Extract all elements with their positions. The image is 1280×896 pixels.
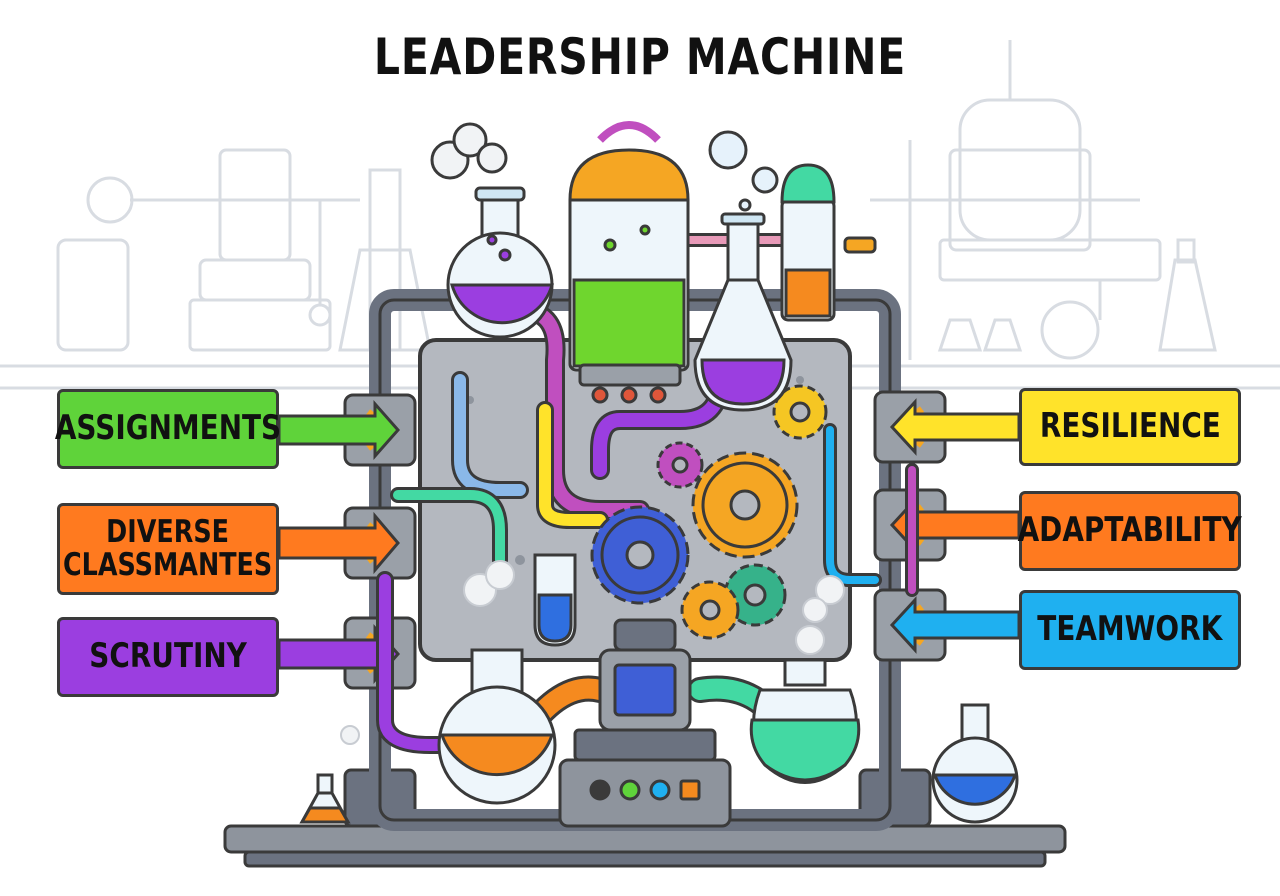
- orange-round-flask: [437, 648, 557, 805]
- purple-conical-flask: [693, 212, 793, 412]
- control-button-orange: [679, 779, 701, 801]
- mint-bowl-flask: [749, 658, 861, 784]
- control-button-blue: [649, 779, 671, 801]
- lower-flasks: [299, 553, 1019, 824]
- gear-orange-small: [680, 580, 740, 640]
- input-arrows: [277, 400, 401, 684]
- gear-teal: [723, 563, 787, 627]
- output-label-resilience: RESILIENCE: [1019, 388, 1241, 466]
- gears: [590, 384, 828, 640]
- output-label-adaptability: ADAPTABILITY: [1018, 491, 1242, 571]
- top-flasks: [430, 121, 877, 412]
- purple-round-flask: [446, 186, 554, 339]
- gear-magenta: [656, 441, 704, 489]
- blue-test-tube: [533, 553, 577, 647]
- control-button-dark: [589, 779, 611, 801]
- small-orange-flask: [299, 773, 351, 824]
- steam-cloud: [430, 122, 508, 180]
- control-button-green: [619, 779, 641, 801]
- blue-side-flask: [931, 703, 1019, 824]
- output-label-teamwork: TEAMWORK: [1019, 590, 1241, 670]
- output-arrows: [889, 398, 1021, 654]
- bubbles: [708, 130, 779, 212]
- page-title: LEADERSHIP MACHINE: [373, 28, 907, 86]
- input-label-scrutiny: SCRUTINY: [57, 617, 279, 697]
- control-screen: [613, 663, 677, 717]
- gear-yellow: [772, 384, 828, 440]
- gear-blue-large: [590, 505, 690, 605]
- smoke-puffs: [340, 560, 845, 745]
- green-cylinder: [568, 121, 690, 404]
- control-unit: [558, 618, 732, 828]
- input-label-diverse-classmates: DIVERSE CLASSMANTES: [57, 503, 279, 595]
- orange-tube: [780, 163, 877, 322]
- background-lab-sketch: [0, 40, 1280, 390]
- gear-orange-large: [691, 451, 799, 559]
- input-label-assignments: ASSIGNMENTS: [55, 389, 281, 469]
